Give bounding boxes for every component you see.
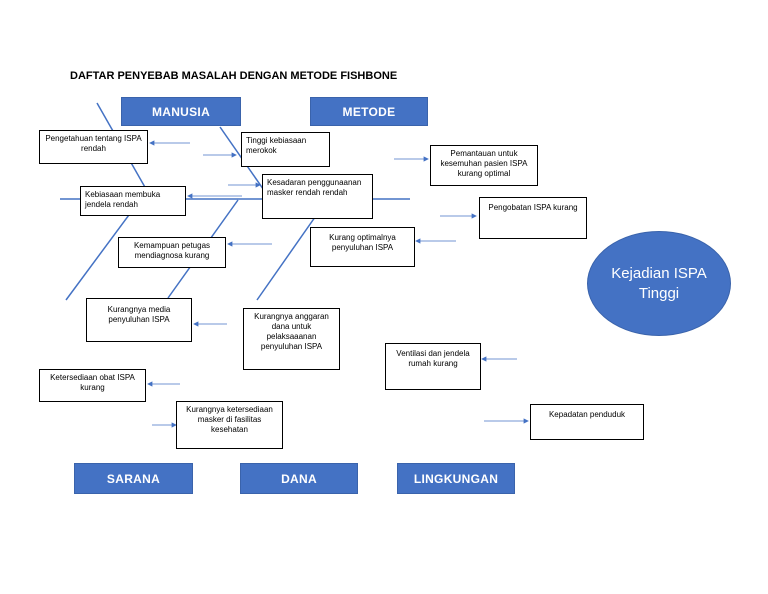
cause-penyuluhan-kurang: Kurang optimalnya penyuluhan ISPA (310, 227, 415, 267)
cause-pengobatan: Pengobatan ISPA kurang (479, 197, 587, 239)
effect-ellipse: Kejadian ISPA Tinggi (587, 231, 731, 336)
category-dana: DANA (240, 463, 358, 494)
cause-kebiasaan-merokok: Tinggi kebiasaan merokok (241, 132, 330, 167)
cause-kepadatan: Kepadatan penduduk (530, 404, 644, 440)
category-lingkungan: LINGKUNGAN (397, 463, 515, 494)
cause-obat: Ketersediaan obat ISPA kurang (39, 369, 146, 402)
cause-kemampuan-petugas: Kemampuan petugas mendiagnosa kurang (118, 237, 226, 268)
cause-ketersediaan-masker: Kurangnya ketersediaan masker di fasilit… (176, 401, 283, 449)
category-manusia: MANUSIA (121, 97, 241, 126)
cause-media-penyuluhan: Kurangnya media penyuluhan ISPA (86, 298, 192, 342)
bone-left-lower-1 (65, 199, 141, 301)
category-metode: METODE (310, 97, 428, 126)
category-sarana: SARANA (74, 463, 193, 494)
cause-anggaran: Kurangnya anggaran dana untuk pelaksaaan… (243, 308, 340, 370)
cause-pemantauan: Pemantauan untuk kesemuhan pasien ISPA k… (430, 145, 538, 186)
cause-ventilasi: Ventilasi dan jendela rumah kurang (385, 343, 481, 390)
cause-kebiasaan-jendela: Kebiasaan membuka jendela rendah (80, 186, 186, 216)
page-title: DAFTAR PENYEBAB MASALAH DENGAN METODE FI… (70, 70, 398, 82)
cause-masker-rendah: Kesadaran penggunaanan masker rendah ren… (262, 174, 373, 219)
cause-pengetahuan: Pengetahuan tentang ISPA rendah (39, 130, 148, 164)
